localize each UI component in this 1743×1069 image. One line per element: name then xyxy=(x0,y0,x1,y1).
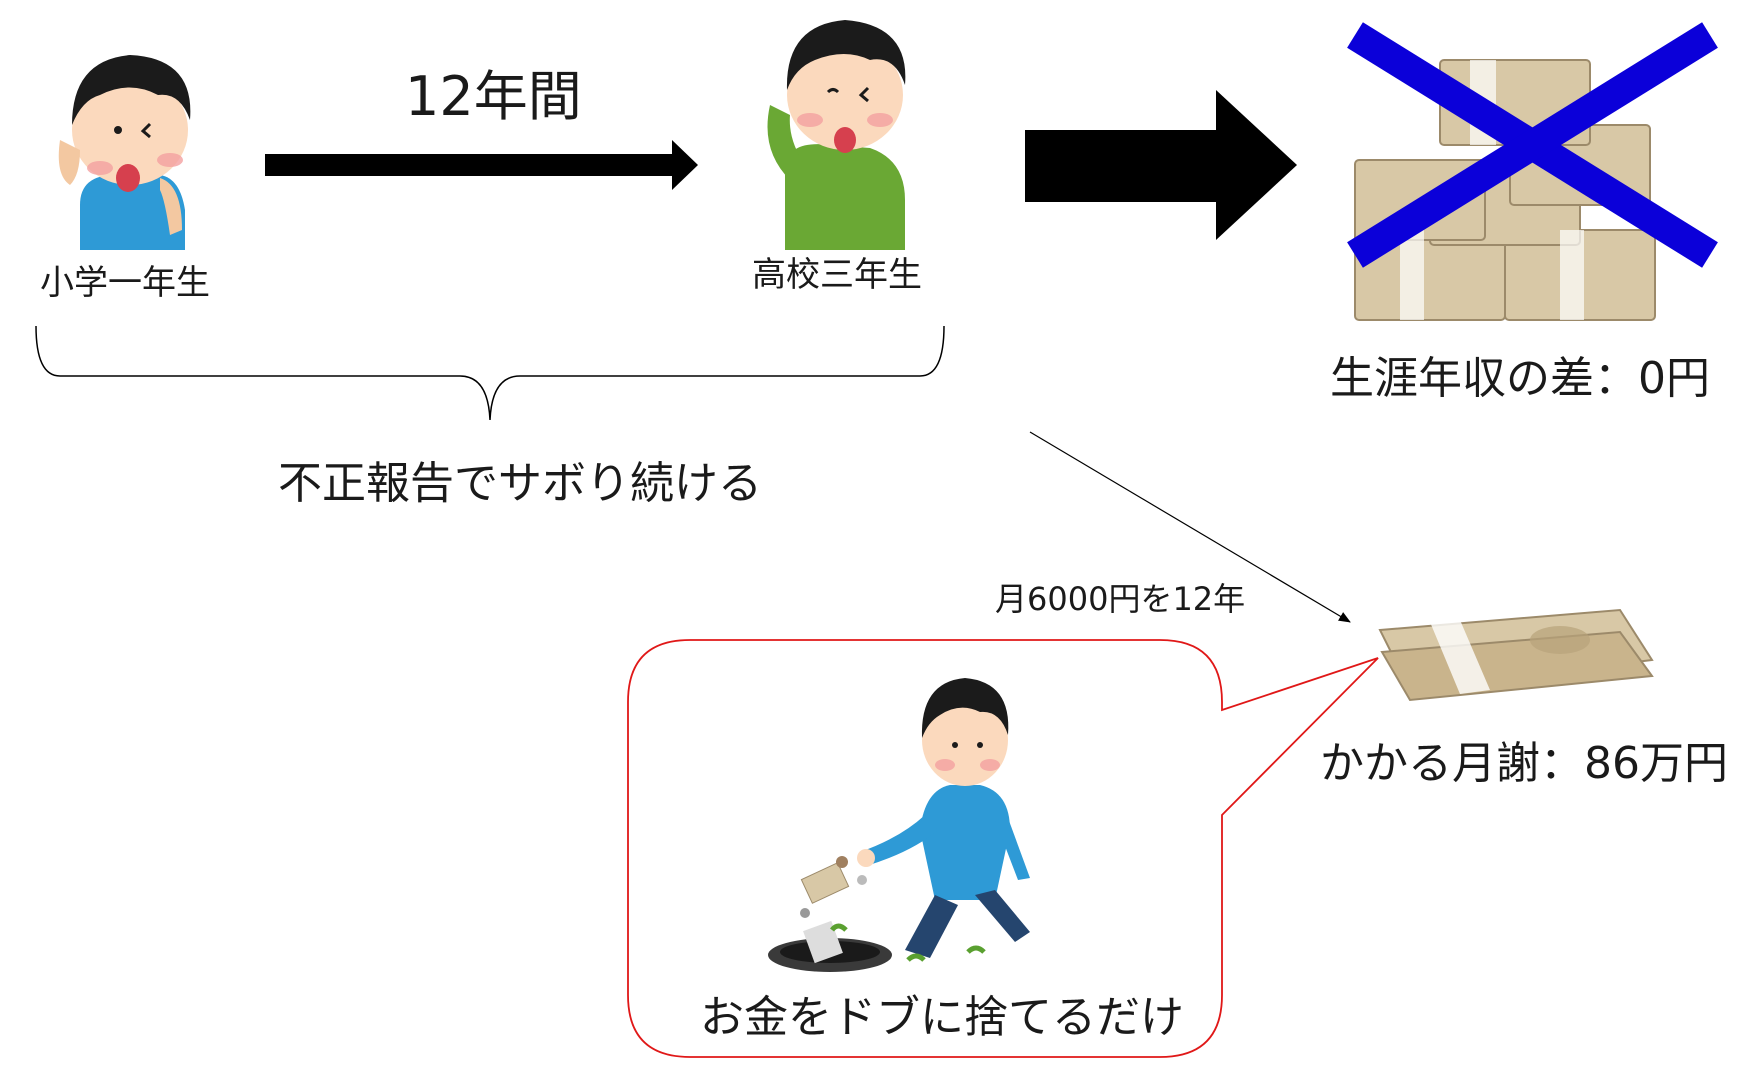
boy-grade12-icon xyxy=(767,20,906,250)
man-throwing-money-icon xyxy=(768,678,1030,972)
boy-grade1-icon xyxy=(58,55,191,250)
period-brace xyxy=(35,325,945,421)
tuition-total-label: かかる月謝：86万円 xyxy=(1320,738,1728,789)
cost-arrow xyxy=(1029,431,1351,623)
duration-arrow xyxy=(265,140,698,190)
money-stack-icon xyxy=(1347,22,1718,321)
money-bundle-icon xyxy=(1378,608,1654,702)
duration-label: 12年間 xyxy=(405,65,582,128)
monthly-cost-label: 月6000円を12年 xyxy=(995,580,1246,618)
waste-label: お金をドブに捨てるだけ xyxy=(700,992,1184,1043)
start-grade-label: 小学一年生 xyxy=(40,263,210,303)
income-difference-label: 生涯年収の差：0円 xyxy=(1330,353,1710,404)
end-grade-label: 高校三年生 xyxy=(752,255,922,295)
cheating-label: 不正報告でサボり続ける xyxy=(278,458,762,509)
big-arrow xyxy=(1025,90,1297,240)
